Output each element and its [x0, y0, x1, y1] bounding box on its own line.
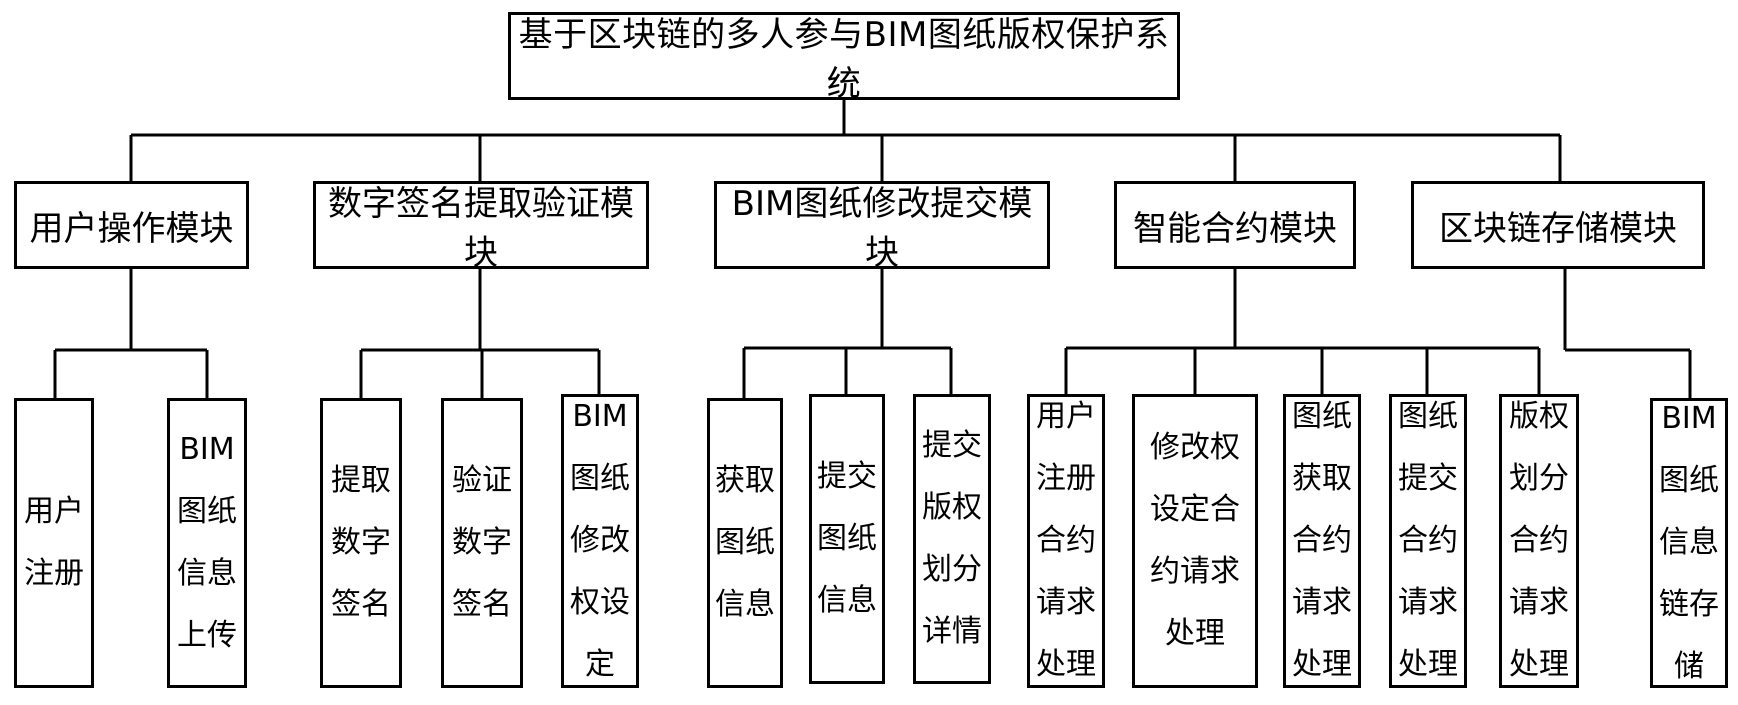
leaf-text: 用户	[24, 494, 84, 529]
leaf-text: 注册	[1036, 461, 1096, 496]
leaf-node: 版权划分合约请求处理	[1499, 394, 1579, 688]
module-label: 区块链存储模块	[1439, 208, 1677, 249]
leaf-text: 储	[1674, 649, 1704, 684]
leaf-text: 划分	[922, 552, 982, 587]
leaf-text: 请求	[1292, 585, 1352, 620]
module-blockchain-storage: 区块链存储模块	[1411, 181, 1705, 269]
root-node: 基于区块链的多人参与BIM图纸版权保护系统	[508, 12, 1180, 104]
leaf-text: 处理	[1165, 616, 1225, 651]
leaf-text: 信息	[177, 556, 237, 591]
leaf-text: 设定合	[1150, 492, 1240, 527]
leaf-text: 版权	[1509, 399, 1569, 434]
module-bim-modify-submit: BIM图纸修改提交模块	[714, 181, 1050, 273]
leaf-text: 信息	[715, 587, 775, 622]
leaf-text: 合约	[1509, 523, 1569, 558]
leaf-text: 获取	[715, 463, 775, 498]
leaf-text: 处理	[1036, 647, 1096, 682]
leaf-node: BIM 图纸信息上传	[167, 398, 247, 688]
leaf-node: 获取图纸信息	[707, 398, 783, 688]
leaf-text: 图纸	[1398, 399, 1458, 434]
leaf-text: 处理	[1398, 647, 1458, 682]
leaf-text: 提交	[922, 428, 982, 463]
module-label: 用户操作模块	[29, 208, 234, 249]
leaf-node: 提交图纸信息	[809, 394, 885, 684]
leaf-text: 图纸	[177, 494, 237, 529]
leaf-node: 修改权设定合约请求处理	[1132, 394, 1258, 688]
leaf-node: 提交版权划分详情	[913, 394, 991, 684]
leaf-text: 请求	[1036, 585, 1096, 620]
leaf-text: 签名	[331, 587, 391, 622]
leaf-text: 注册	[24, 556, 84, 591]
module-label: BIM图纸修改提交模块	[731, 184, 1033, 273]
leaf-text: 定	[585, 647, 615, 682]
leaf-node: BIM 图纸修改权设定	[561, 394, 639, 688]
leaf-text: 合约	[1398, 523, 1458, 558]
leaf-text: 提取	[331, 463, 391, 498]
leaf-text: 验证	[452, 463, 512, 498]
leaf-node: 图纸获取合约请求处理	[1283, 394, 1361, 688]
leaf-text: 提交	[817, 459, 877, 494]
module-label: 数字签名提取验证模块	[328, 184, 634, 273]
leaf-node: 图纸提交合约请求处理	[1389, 394, 1467, 688]
leaf-text: 图纸	[570, 461, 630, 496]
leaf-text: 数字	[452, 525, 512, 560]
leaf-text: 划分	[1509, 461, 1569, 496]
root-title: 基于区块链的多人参与BIM图纸版权保护系统	[518, 15, 1170, 104]
leaf-text: 处理	[1292, 647, 1352, 682]
leaf-text: 图纸	[1659, 463, 1719, 498]
module-digital-signature: 数字签名提取验证模块	[313, 181, 649, 273]
leaf-text: BIM	[572, 399, 628, 434]
leaf-text: 详情	[922, 614, 982, 649]
leaf-text: 上传	[177, 618, 237, 653]
leaf-text: 提交	[1398, 461, 1458, 496]
leaf-text: 修改权	[1150, 430, 1240, 465]
leaf-text: 权设	[570, 585, 630, 620]
leaf-node: BIM 图纸信息链存储	[1650, 398, 1728, 688]
leaf-text: 处理	[1509, 647, 1569, 682]
leaf-text: 约请求	[1150, 554, 1240, 589]
leaf-text: 数字	[331, 525, 391, 560]
leaf-text: 信息	[817, 583, 877, 618]
leaf-text: BIM	[1661, 401, 1717, 436]
leaf-node: 验证数字签名	[441, 398, 523, 688]
leaf-text: 请求	[1398, 585, 1458, 620]
leaf-text: 请求	[1509, 585, 1569, 620]
leaf-node: 提取数字签名	[320, 398, 402, 688]
leaf-text: 链存	[1659, 587, 1719, 622]
leaf-text: 用户	[1036, 399, 1096, 434]
leaf-node: 用户注册	[14, 398, 94, 688]
leaf-text: 版权	[922, 490, 982, 525]
leaf-text: 合约	[1292, 523, 1352, 558]
module-label: 智能合约模块	[1133, 208, 1337, 249]
module-user-operation: 用户操作模块	[14, 181, 249, 269]
leaf-text: 合约	[1036, 523, 1096, 558]
leaf-node: 用户注册合约请求处理	[1027, 394, 1105, 688]
leaf-text: 图纸	[715, 525, 775, 560]
leaf-text: 签名	[452, 587, 512, 622]
leaf-text: 图纸	[817, 521, 877, 556]
leaf-text: 图纸	[1292, 399, 1352, 434]
module-smart-contract: 智能合约模块	[1114, 181, 1356, 269]
leaf-text: 信息	[1659, 525, 1719, 560]
leaf-text: 获取	[1292, 461, 1352, 496]
leaf-text: BIM	[179, 432, 235, 467]
leaf-text: 修改	[570, 523, 630, 558]
